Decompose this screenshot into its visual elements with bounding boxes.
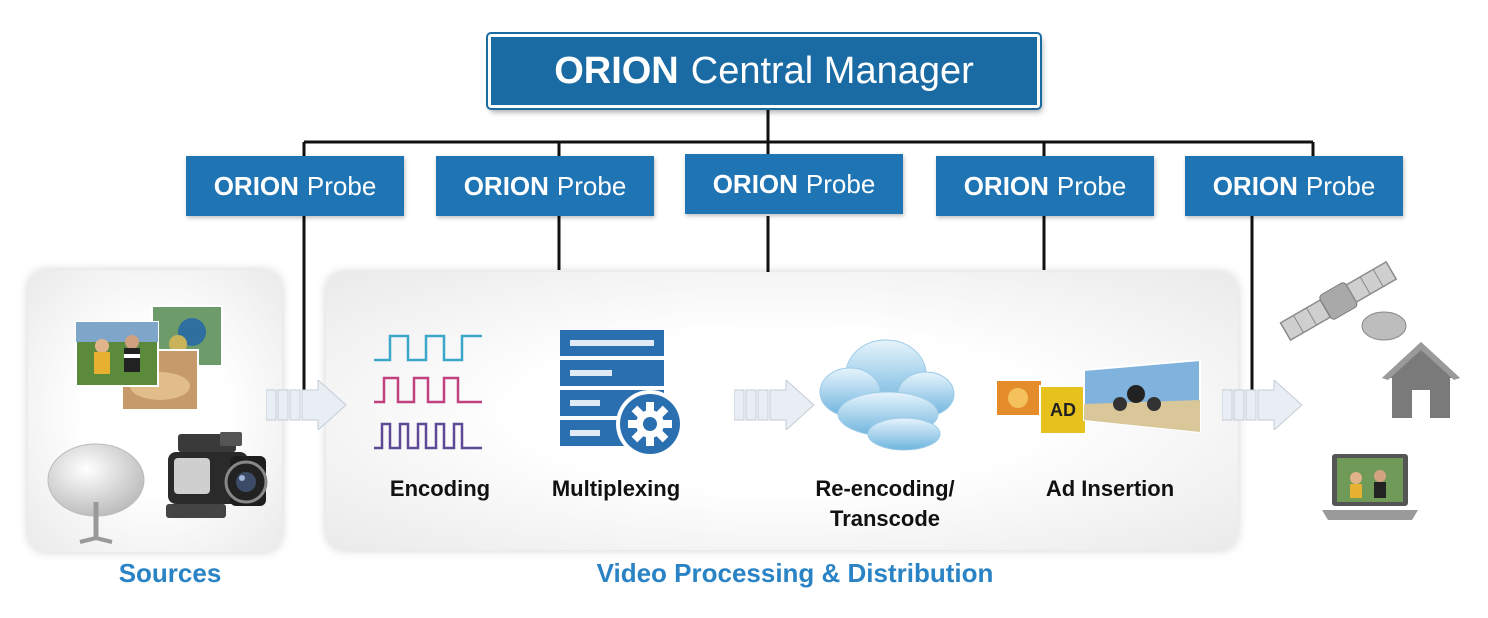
section-label-video-processing: Video Processing & Distribution — [596, 558, 994, 588]
house-icon — [1382, 342, 1460, 418]
central-manager-box: ORION Central Manager — [488, 34, 1040, 108]
probe-box-5: ORION Probe — [1185, 156, 1403, 216]
flow-arrow-2 — [734, 380, 815, 430]
stage-label-reencoding-line1: Re-encoding/ — [815, 476, 955, 501]
waveform-icon — [374, 334, 482, 450]
stage-label-encoding: Encoding — [389, 476, 491, 501]
probe-name: Probe — [306, 170, 377, 201]
flow-arrow-3 — [1222, 380, 1303, 430]
probe-name: Probe — [1305, 170, 1376, 201]
probe-brand: ORION — [712, 168, 798, 199]
probe-box-3: ORION Probe — [685, 154, 903, 214]
ad-insertion-icon: AD — [996, 360, 1201, 435]
probe-box-4: ORION Probe — [936, 156, 1154, 216]
probe-name: Probe — [805, 168, 876, 199]
multiplexer-server-icon — [560, 330, 684, 458]
probe-box-1: ORION Probe — [186, 156, 404, 216]
satellite-icon — [1279, 260, 1407, 342]
probe-brand: ORION — [1212, 170, 1298, 201]
stage-label-reencoding: Re-encoding/ Transcode — [790, 474, 980, 534]
probe-name: Probe — [1056, 170, 1127, 201]
probe-name: Probe — [556, 170, 627, 201]
central-manager-name: Central Manager — [690, 49, 974, 92]
probe-brand: ORION — [213, 170, 299, 201]
cloud-icon — [819, 339, 955, 451]
stage-label-multiplexing: Multiplexing — [551, 476, 681, 501]
stage-label-reencoding-line2: Transcode — [829, 506, 941, 531]
probe-brand: ORION — [963, 170, 1049, 201]
laptop-icon — [1322, 454, 1418, 520]
video-camera-icon — [166, 432, 268, 518]
sports-photos-icon — [75, 305, 223, 411]
central-manager-brand: ORION — [554, 49, 679, 92]
ad-badge-text: AD — [1050, 400, 1076, 420]
stage-label-ad-insertion: Ad Insertion — [1045, 476, 1175, 501]
flow-arrow-1 — [266, 380, 347, 430]
probe-brand: ORION — [463, 170, 549, 201]
satellite-dish-icon — [47, 443, 145, 544]
section-label-sources: Sources — [118, 558, 222, 588]
probe-box-2: ORION Probe — [436, 156, 654, 216]
